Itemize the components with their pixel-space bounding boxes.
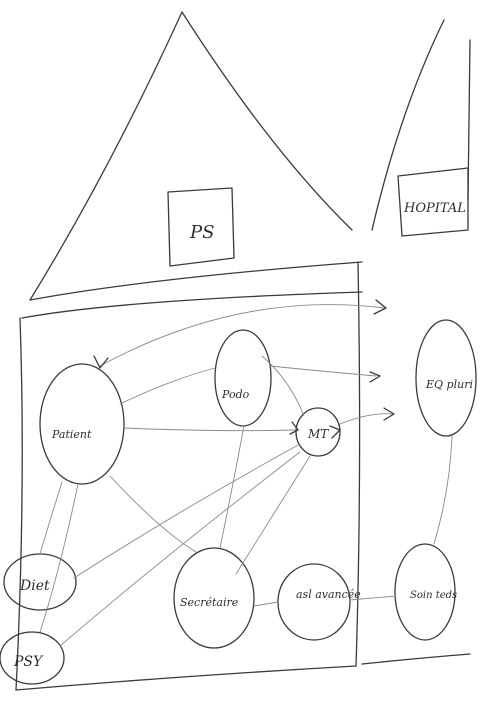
edge-mt-hospital [339,413,393,425]
node-diet-label: Diet [19,578,50,594]
ps-sign-label: PS [189,222,214,243]
node-patient: Patient [39,363,125,485]
connections [39,299,453,647]
node-asl-avancee-label: asl avancée [296,588,361,601]
hospital-sign-label: HOPITAL [403,201,466,216]
node-psy-label: PSY [13,654,44,670]
node-podo-label: Podo [221,388,250,401]
node-psy: PSY [0,631,65,685]
node-eq-pluri: EQ pluri [415,319,477,437]
node-podo: Podo [214,329,272,427]
node-secretaire: Secrétaire [173,547,255,649]
edge-secretaire-asl [253,601,279,607]
ps-sign: PS [167,187,235,267]
edge-podo-secretaire [219,425,245,549]
edge-mt-secretaire [235,455,311,575]
edge-patient-mt [123,427,297,432]
node-diet: Diet [3,553,77,611]
node-soins-teds: Soin teds [394,543,457,641]
edge-soins-eqpluri [433,435,453,545]
edge-patient-psy [39,483,79,633]
edge-podo-mt [261,355,305,417]
node-soins-teds-label: Soin teds [410,590,457,601]
node-asl-avancee: asl avancée [277,563,361,641]
node-mt: MT [295,407,341,457]
node-eq-pluri-label: EQ pluri [425,378,473,391]
hospital-sign: HOPITAL [397,167,469,237]
edge-patient-secretaire [109,475,197,553]
edge-asl-soins [349,595,397,601]
edge-mt-psy [59,451,301,647]
edge-podo-outside [269,365,377,377]
ps-building [15,11,363,691]
edge-mt-diet [73,443,301,579]
node-mt-label: MT [307,427,329,441]
node-secretaire-label: Secrétaire [180,596,239,609]
edge-patient-diet [39,481,63,555]
hospital-building [361,19,471,665]
edge-patient-podo [119,367,216,405]
node-patient-label: Patient [51,428,92,441]
edge-patient-hospital [99,304,385,367]
